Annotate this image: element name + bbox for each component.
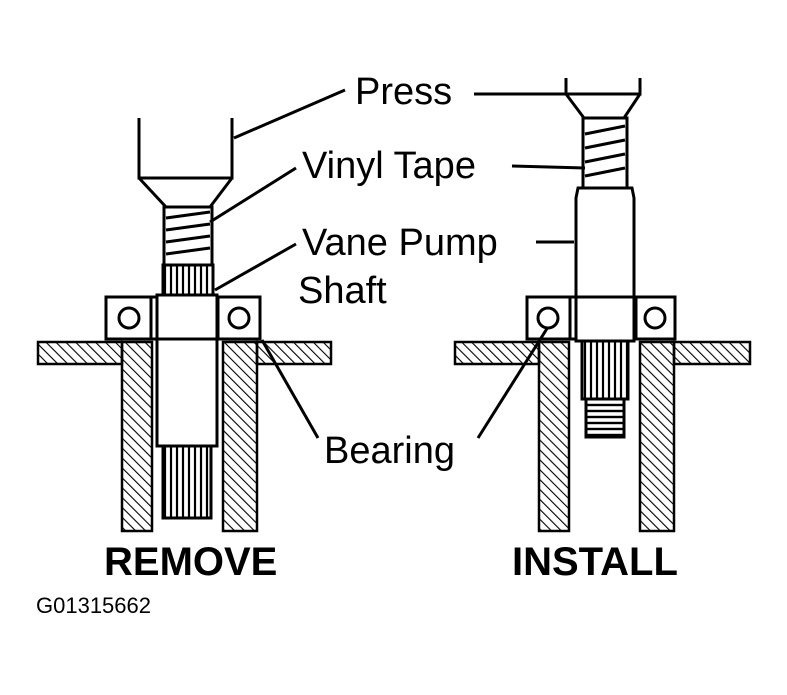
install-assembly: [453, 78, 752, 533]
install-press: [564, 78, 642, 120]
press-leader-left: [233, 88, 346, 140]
install-shaft-thread: [584, 397, 626, 439]
vinyl-tape-leader-right: [511, 164, 586, 170]
vane-pump-shaft-leader-left: [214, 242, 297, 292]
press-label: Press: [355, 71, 452, 113]
install-vinyl-tape: [581, 116, 629, 190]
remove-assembly: [36, 118, 333, 533]
bearing-label: Bearing: [324, 430, 455, 472]
remove-press: [137, 118, 234, 209]
install-shaft-spline: [580, 339, 630, 401]
install-bearing: [525, 295, 677, 343]
remove-vinyl-tape: [162, 205, 214, 267]
bearing-leader-left: [260, 339, 320, 439]
bearing-leader-right: [476, 326, 550, 439]
vinyl-tape-label: Vinyl Tape: [302, 145, 476, 187]
install-fixture: [453, 340, 752, 533]
remove-shaft-spline: [161, 263, 215, 297]
remove-title: REMOVE: [104, 540, 277, 584]
remove-shaft-lower-spline: [161, 444, 213, 520]
vane-pump-shaft-label-line1: Vane Pump: [302, 222, 498, 264]
vinyl-tape-leader-left: [209, 166, 297, 224]
install-title: INSTALL: [512, 540, 678, 584]
remove-shaft: [155, 293, 219, 448]
figure-code: G01315662: [36, 593, 151, 618]
vane-pump-shaft-label-line2: Shaft: [298, 270, 387, 312]
leader-lines: [209, 88, 586, 439]
remove-fixture: [36, 340, 333, 533]
